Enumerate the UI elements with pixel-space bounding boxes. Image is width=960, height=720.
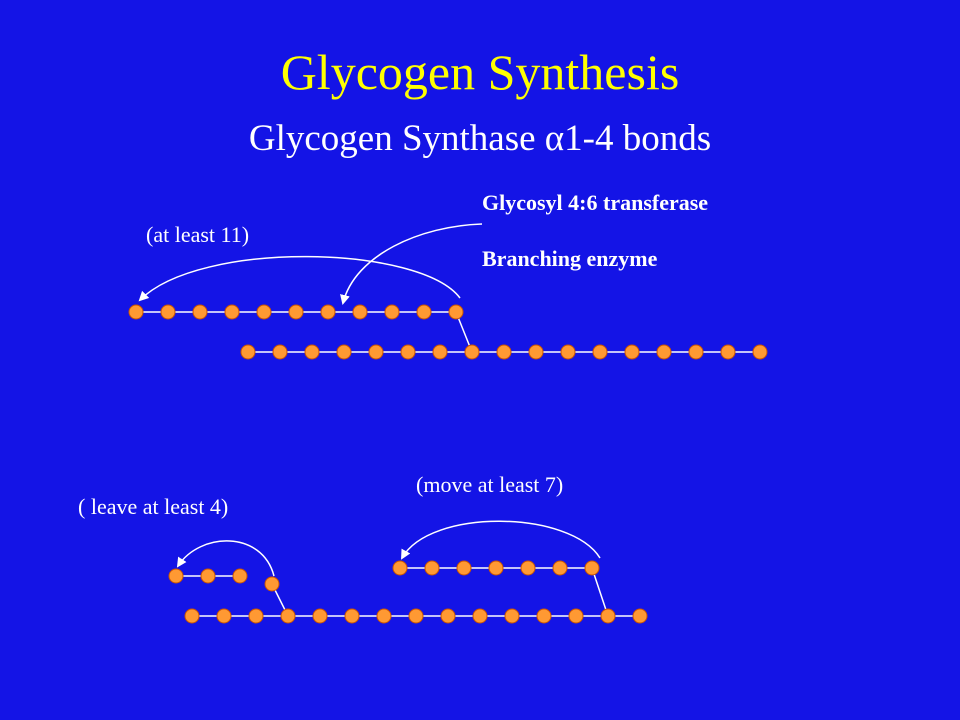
bottom-main-chain-glucose-unit	[280, 608, 296, 624]
top-main-chain-glucose-unit	[592, 344, 608, 360]
top-main-chain-glucose-unit	[432, 344, 448, 360]
bottom-main-chain-glucose-unit	[472, 608, 488, 624]
bottom-moved-segment-glucose-unit	[584, 560, 600, 576]
bottom-moved-link	[591, 567, 609, 617]
top-branch-glucose-unit	[320, 304, 336, 320]
top-main-chain-glucose-unit	[496, 344, 512, 360]
top-main-chain-glucose-unit	[336, 344, 352, 360]
enzyme-name-label: Glycosyl 4:6 transferase	[482, 190, 709, 215]
top-branch-glucose-unit	[160, 304, 176, 320]
top-main-chain-glucose-unit	[368, 344, 384, 360]
top-main-chain-glucose-unit	[560, 344, 576, 360]
top-branch-glucose-unit	[224, 304, 240, 320]
top-branch-glucose-unit	[384, 304, 400, 320]
bottom-main-chain-glucose-unit	[344, 608, 360, 624]
bottom-main-chain-glucose-unit	[312, 608, 328, 624]
bottom-main-chain-glucose-unit	[216, 608, 232, 624]
bottom-main-chain-glucose-unit	[600, 608, 616, 624]
top-branch-glucose-unit	[192, 304, 208, 320]
top-branch-glucose-unit	[416, 304, 432, 320]
top-main-chain-glucose-unit	[528, 344, 544, 360]
at-least-11-arrow	[138, 255, 461, 302]
top-main-chain-glucose-unit	[400, 344, 416, 360]
transferase-arrow	[340, 223, 483, 305]
top-main-chain-glucose-unit	[272, 344, 288, 360]
bottom-main-chain-glucose-unit	[376, 608, 392, 624]
bottom-moved-segment-glucose-unit	[392, 560, 408, 576]
bottom-stub-glucose-unit	[168, 568, 184, 584]
bottom-moved-segment-glucose-unit	[520, 560, 536, 576]
at-least-11-label: (at least 11)	[146, 222, 250, 247]
bottom-main-chain-glucose-unit	[440, 608, 456, 624]
bottom-moved-segment-glucose-unit	[456, 560, 472, 576]
bottom-main-chain-glucose-unit	[632, 608, 648, 624]
top-branch-glucose-unit	[288, 304, 304, 320]
bottom-main-chain-glucose-unit	[248, 608, 264, 624]
bottom-main-chain-glucose-unit	[536, 608, 552, 624]
bottom-stub-glucose-unit	[264, 576, 280, 592]
top-main-chain-glucose-unit	[752, 344, 768, 360]
move-at-least-7-label: (move at least 7)	[416, 472, 564, 497]
bottom-moved-segment-glucose-unit	[488, 560, 504, 576]
top-main-chain-glucose-unit	[688, 344, 704, 360]
bottom-main-chain-glucose-unit	[184, 608, 200, 624]
enzyme-alias-label: Branching enzyme	[482, 246, 658, 271]
slide-title: Glycogen Synthesis	[280, 44, 680, 100]
leave-at-least-4-label: ( leave at least 4)	[78, 494, 229, 519]
top-main-chain-glucose-unit	[720, 344, 736, 360]
bottom-main-chain-glucose-unit	[568, 608, 584, 624]
slide-subtitle: Glycogen Synthase α1-4 bonds	[248, 118, 712, 159]
bottom-moved-segment-glucose-unit	[552, 560, 568, 576]
bottom-main-chain-glucose-unit	[504, 608, 520, 624]
top-branch-glucose-unit	[448, 304, 464, 320]
top-main-chain-glucose-unit	[464, 344, 480, 360]
bottom-moved-segment-glucose-unit	[424, 560, 440, 576]
top-branch-glucose-unit	[128, 304, 144, 320]
top-branch-glucose-unit	[256, 304, 272, 320]
top-branch-glucose-unit	[352, 304, 368, 320]
top-main-chain-glucose-unit	[240, 344, 256, 360]
move-at-least-7-arrow	[401, 520, 601, 560]
bottom-main-chain-glucose-unit	[408, 608, 424, 624]
bottom-stub-glucose-unit	[200, 568, 216, 584]
bottom-stub-glucose-unit	[232, 568, 248, 584]
top-main-chain-glucose-unit	[304, 344, 320, 360]
top-main-chain-glucose-unit	[624, 344, 640, 360]
leave-at-least-4-arrow	[176, 540, 275, 577]
top-main-chain-glucose-unit	[656, 344, 672, 360]
